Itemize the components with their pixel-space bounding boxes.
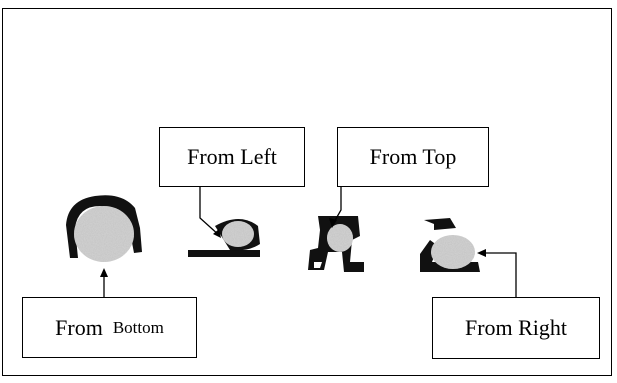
from-right-label: From Right xyxy=(432,297,600,359)
from-bottom-text-small: Bottom xyxy=(112,317,164,337)
arrow-top xyxy=(332,187,342,225)
from-top-label: From Top xyxy=(337,127,489,187)
from-right-text: From Right xyxy=(464,315,568,340)
glyph-right xyxy=(420,218,480,272)
glyph-bottom xyxy=(66,195,142,262)
from-left-text: From Left xyxy=(187,144,277,169)
arrowhead-left xyxy=(213,229,221,238)
arrowhead-bottom xyxy=(100,268,108,277)
arrow-right xyxy=(480,252,517,297)
glyph-left xyxy=(188,219,260,257)
from-bottom-label: From Bottom xyxy=(22,297,197,358)
from-top-text: From Top xyxy=(369,144,457,169)
from-bottom-text: From xyxy=(55,314,103,340)
arrowhead-top xyxy=(329,218,337,228)
arrowhead-right xyxy=(477,249,486,257)
arrow-left xyxy=(199,187,221,237)
glyph-top xyxy=(308,216,364,272)
from-left-label: From Left xyxy=(159,127,305,187)
